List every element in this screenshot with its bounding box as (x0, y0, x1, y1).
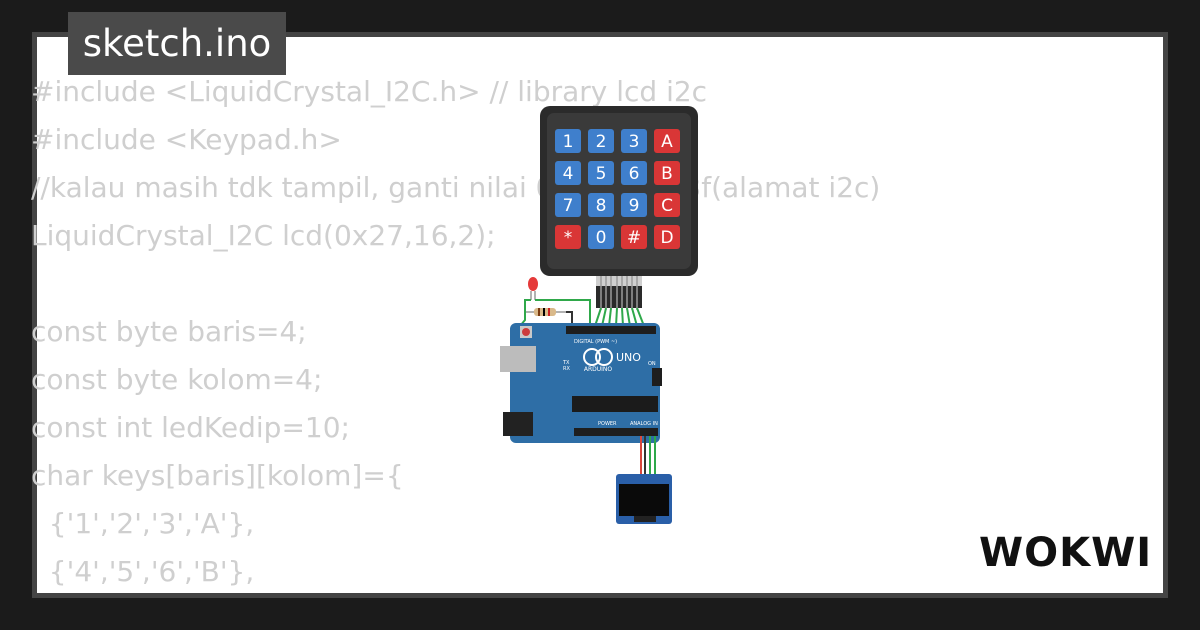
code-listing: #include <LiquidCrystal_I2C.h> // librar… (31, 68, 880, 596)
code-line: {'1','2','3','A'}, (31, 507, 255, 540)
keypad-key[interactable] (588, 129, 614, 153)
arduino-uno-board[interactable]: ARDUINO UNO DIGITAL (PWM ~) POWER ANALOG… (500, 323, 662, 443)
led-wire (519, 299, 531, 327)
keypad-key-label: # (627, 228, 641, 248)
oled-wires (640, 436, 656, 476)
oled-screen (619, 484, 669, 516)
keypad-key[interactable] (588, 193, 614, 217)
rx-label: RX (563, 366, 570, 372)
keypad-key-label: B (661, 164, 673, 184)
keypad-key-label: 9 (629, 196, 640, 216)
keypad-4x4[interactable]: 1 2 3 A 4 5 6 B 7 8 9 C * 0 # D (540, 106, 698, 276)
keypad-key[interactable] (621, 193, 647, 217)
keypad-key[interactable] (555, 161, 581, 185)
led-red[interactable] (528, 277, 538, 300)
wokwi-logo-text: WOKWI (979, 530, 1150, 576)
keypad-key-label: 4 (563, 164, 574, 184)
code-line: #include <Keypad.h> (31, 123, 342, 156)
arduino-logo-icon (583, 348, 601, 366)
keypad-key-label: D (660, 228, 673, 248)
keypad-key-label: 0 (596, 228, 607, 248)
code-line: #include <LiquidCrystal_I2C.h> // librar… (31, 75, 708, 108)
atmega-chip (572, 396, 658, 412)
keypad-key-label: 6 (629, 164, 640, 184)
icsp-header (652, 368, 662, 386)
keypad-key-label: 8 (596, 196, 607, 216)
keypad-key[interactable] (654, 129, 680, 153)
wokwi-logo: WOKWI (979, 530, 1150, 576)
keypad-key-label: 1 (563, 132, 574, 152)
keypad-key-label: 3 (629, 132, 640, 152)
keypad-key[interactable] (588, 161, 614, 185)
keypad-key-label: A (661, 132, 673, 152)
keypad-keys: 1 2 3 A 4 5 6 B 7 8 9 C * 0 # D (555, 129, 680, 249)
keypad-key[interactable] (654, 193, 680, 217)
tx-label: TX (562, 360, 570, 366)
keypad-key-label: 7 (563, 196, 574, 216)
oled-display[interactable] (616, 474, 672, 524)
code-line: const byte kolom=4; (31, 363, 323, 396)
usb-port (500, 346, 536, 372)
led-wire-2 (535, 299, 591, 326)
on-label: ON (648, 361, 656, 367)
code-line: const int ledKedip=10; (31, 411, 350, 444)
keypad-key-label: C (661, 196, 673, 216)
code-line: LiquidCrystal_I2C lcd(0x27,16,2); (31, 219, 496, 252)
power-label: POWER (598, 421, 617, 427)
keypad-key[interactable] (588, 225, 614, 249)
keypad-key[interactable] (621, 161, 647, 185)
keypad-key-label: 5 (596, 164, 607, 184)
keypad-key[interactable] (555, 129, 581, 153)
keypad-key-label: * (564, 228, 573, 248)
digital-header (566, 326, 656, 334)
keypad-key-label: 2 (596, 132, 607, 152)
code-line: char keys[baris][kolom]={ (31, 459, 404, 492)
keypad-key[interactable] (654, 161, 680, 185)
keypad-connector (596, 276, 642, 310)
gnd-wire (566, 311, 573, 326)
board-model-text: UNO (616, 351, 641, 364)
keypad-key[interactable] (555, 225, 581, 249)
code-line: {'4','5','6','B'}, (31, 555, 255, 588)
arduino-logo-icon-right (595, 348, 613, 366)
analog-label: ANALOG IN (630, 421, 658, 427)
power-analog-header (574, 428, 658, 436)
code-line: const byte baris=4; (31, 315, 307, 348)
power-jack (503, 412, 533, 436)
keypad-key[interactable] (654, 225, 680, 249)
oled-ribbon (634, 516, 656, 522)
board-pcb (510, 323, 660, 443)
keypad-key[interactable] (621, 225, 647, 249)
keypad-key[interactable] (555, 193, 581, 217)
reset-button[interactable] (522, 328, 530, 336)
resistor[interactable] (526, 308, 566, 316)
file-name-tab[interactable]: sketch.ino (68, 12, 286, 75)
board-logo-text: ARDUINO (584, 366, 613, 373)
digital-label: DIGITAL (PWM ~) (574, 339, 617, 345)
keypad-key[interactable] (621, 129, 647, 153)
